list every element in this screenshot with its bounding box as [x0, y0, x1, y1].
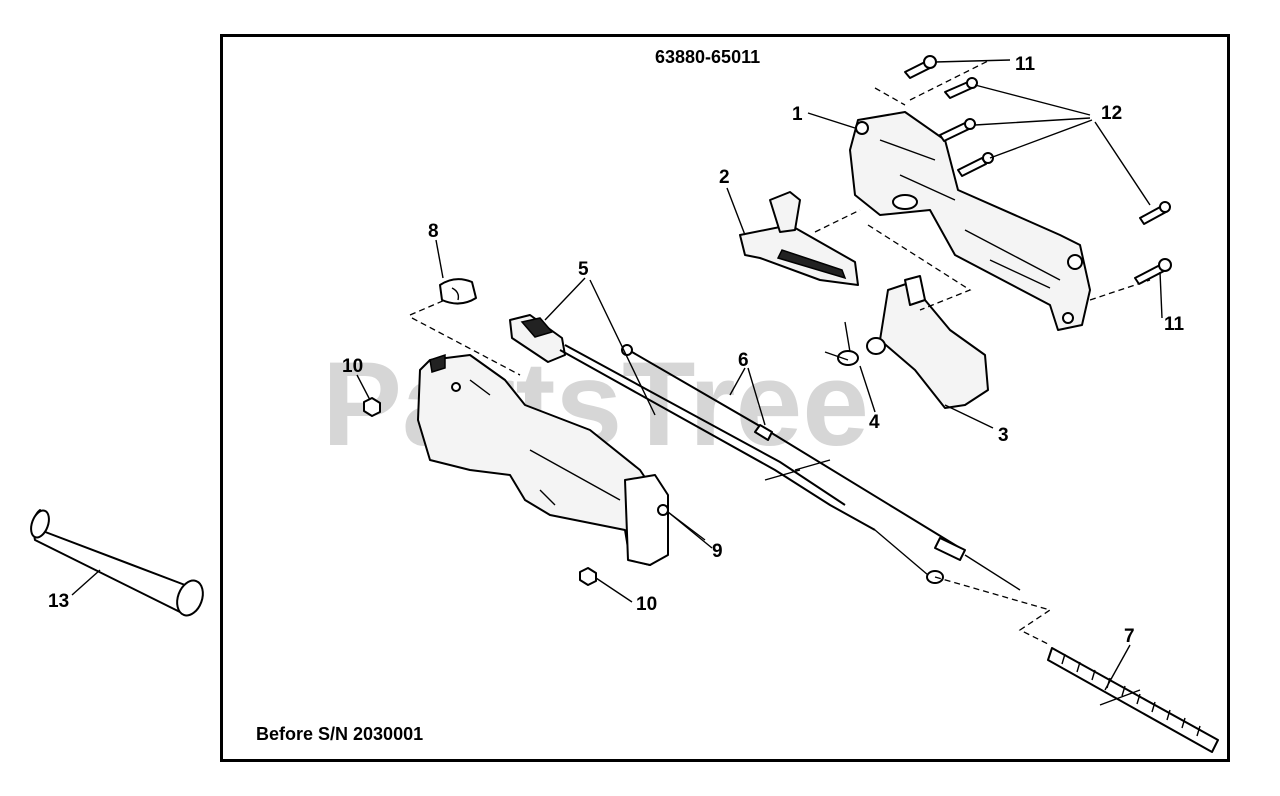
part-2-lock-lever[interactable] — [739, 191, 859, 286]
callout-11-top: 11 — [1015, 54, 1036, 75]
callout-3: 3 — [998, 425, 1009, 446]
callout-6: 6 — [738, 350, 749, 371]
callout-13: 13 — [48, 591, 69, 612]
part-4-spring[interactable] — [824, 321, 886, 366]
part-10-nut-lower[interactable] — [579, 567, 597, 586]
part-1-upper-housing[interactable] — [849, 111, 1091, 331]
part-7-drive-shaft[interactable] — [1047, 647, 1219, 753]
part-3-throttle-trigger[interactable] — [879, 275, 989, 409]
lower-housing[interactable] — [417, 353, 669, 566]
callout-2: 2 — [719, 167, 730, 188]
part-13-grip-tube[interactable] — [28, 508, 208, 619]
callout-5: 5 — [578, 259, 589, 280]
callout-9: 9 — [712, 541, 723, 562]
callout-4: 4 — [869, 412, 880, 433]
callout-1: 1 — [792, 104, 803, 125]
part-5-switch-wiring[interactable] — [509, 314, 944, 584]
part-number-title: 63880-65011 — [655, 47, 760, 67]
part-11-screw-top[interactable] — [904, 55, 937, 79]
callout-8: 8 — [428, 221, 439, 242]
callout-leader-lines — [71, 59, 1163, 691]
part-8-cap[interactable] — [439, 278, 477, 305]
callout-12: 12 — [1101, 103, 1122, 124]
callout-7: 7 — [1124, 626, 1135, 647]
part-11-screw-bottom[interactable] — [1134, 258, 1172, 285]
callout-11-bottom: 11 — [1164, 314, 1185, 335]
callout-10-upper: 10 — [342, 356, 363, 377]
part-12-screws[interactable] — [939, 77, 1171, 225]
diagram-frame — [220, 34, 1230, 762]
assembly-guide-lines — [409, 59, 1151, 646]
serial-note: Before S/N 2030001 — [256, 724, 423, 744]
part-6-throttle-cable[interactable] — [621, 344, 1021, 591]
part-10-nut-upper[interactable] — [363, 397, 381, 417]
callout-10-lower: 10 — [636, 594, 657, 615]
